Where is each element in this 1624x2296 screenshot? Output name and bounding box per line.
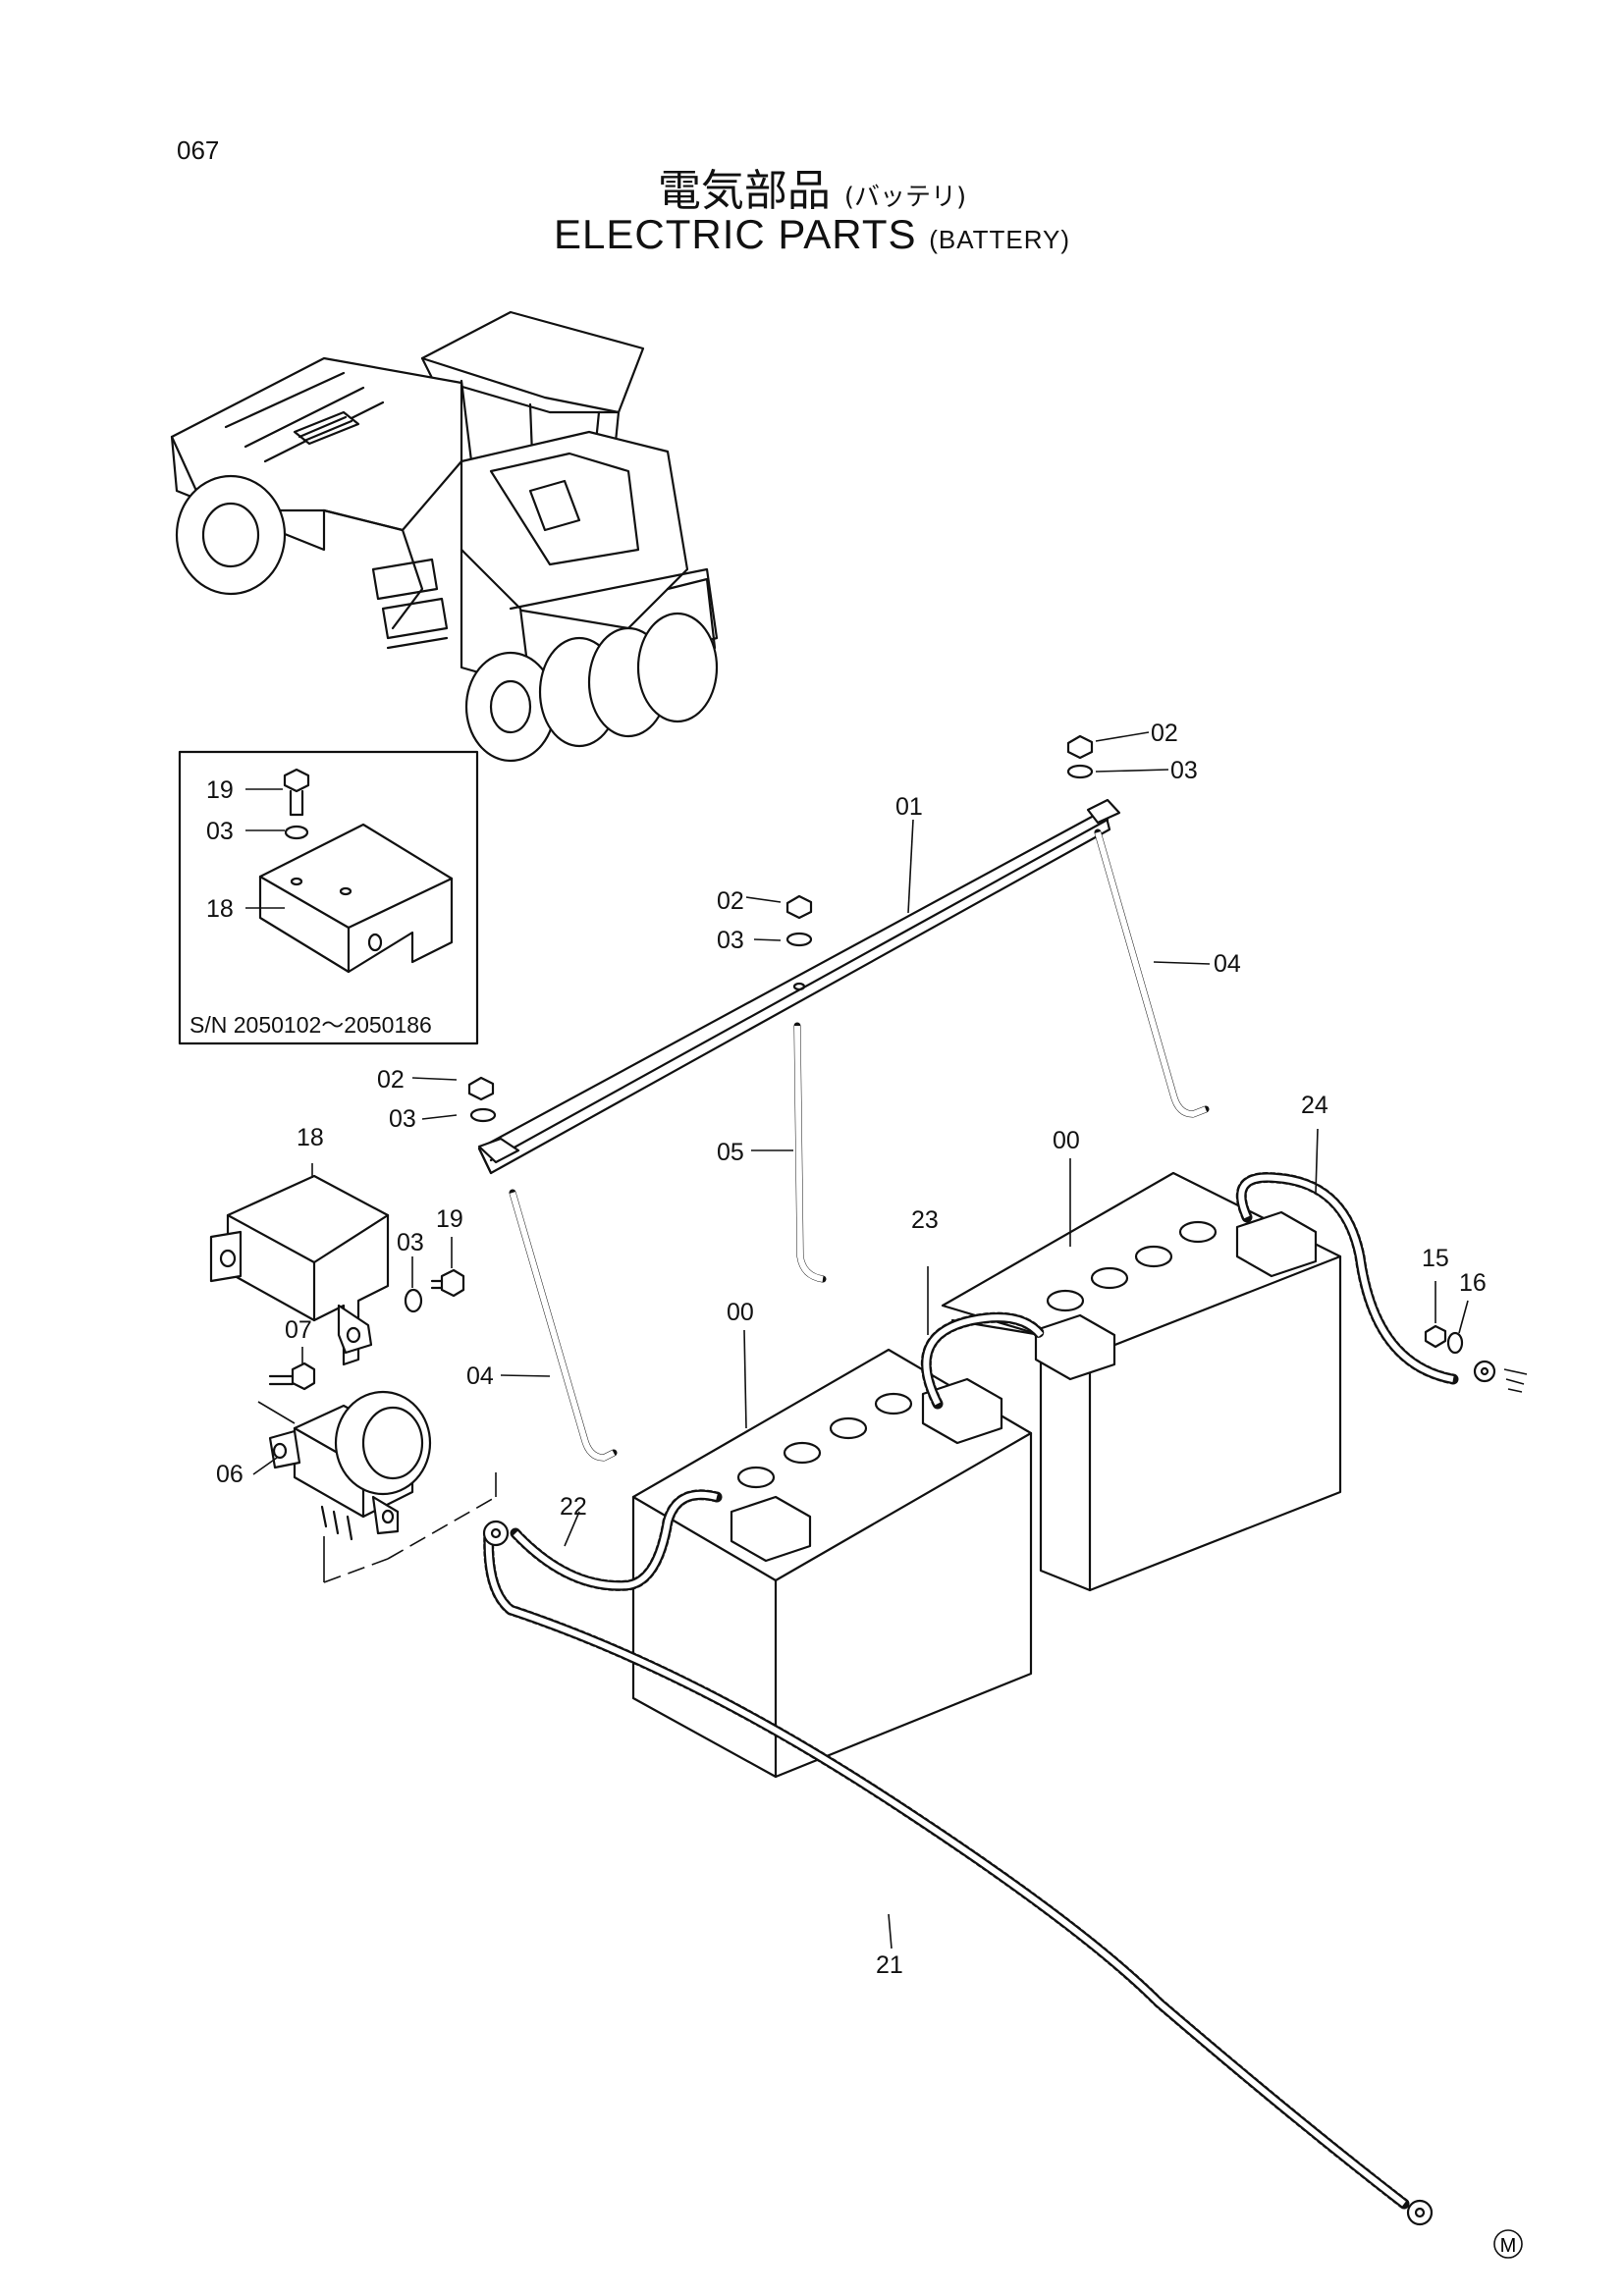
label-23: 23 (911, 1206, 939, 1234)
label-22: 22 (560, 1493, 587, 1521)
label-00-rear-battery: 00 (1053, 1127, 1080, 1154)
label-07: 07 (285, 1316, 312, 1344)
label-03-inset: 03 (206, 818, 234, 845)
label-05: 05 (717, 1139, 744, 1166)
label-03-cover: 03 (397, 1229, 424, 1256)
battery-relay (268, 1362, 432, 1541)
label-02-right: 02 (1151, 720, 1178, 747)
label-19-inset: 19 (206, 776, 234, 804)
hold-down-bar (477, 798, 1121, 1175)
title-en-sub: (BATTERY) (929, 225, 1071, 254)
label-02-middle: 02 (717, 887, 744, 915)
label-15: 15 (1422, 1245, 1449, 1272)
title-jp-sub: (バッテリ) (843, 183, 967, 212)
label-21: 21 (876, 1951, 903, 1979)
title-en-main: ELECTRIC PARTS (553, 211, 917, 257)
bar-fasteners (467, 734, 1094, 1123)
inset-serial-range: S/N 2050102～2050186 (189, 1012, 432, 1038)
label-18-main: 18 (297, 1124, 324, 1151)
label-04-right: 04 (1214, 950, 1241, 978)
title-japanese: 電気部品 (バッテリ) (0, 155, 1624, 218)
label-03-left: 03 (389, 1105, 416, 1133)
label-03-right: 03 (1170, 757, 1198, 784)
label-19-main: 19 (436, 1205, 463, 1233)
page-code: 067 (177, 135, 220, 165)
label-00-front-battery: 00 (727, 1299, 754, 1326)
label-02-left: 02 (377, 1066, 405, 1094)
title-jp-main: 電気部品 (657, 166, 831, 216)
cables (483, 1172, 1459, 2210)
circled-m-mark: M (1500, 2235, 1517, 2257)
battery-rear (941, 1171, 1342, 1592)
machine-overview-illustration (170, 310, 719, 763)
battery-relay-cover (209, 1174, 465, 1366)
label-18-inset: 18 (206, 895, 234, 923)
battery-front (631, 1348, 1033, 1779)
j-bolts (509, 828, 1210, 1462)
inset-box (178, 750, 479, 1045)
label-16: 16 (1459, 1269, 1487, 1297)
label-06: 06 (216, 1461, 244, 1488)
label-24: 24 (1301, 1092, 1328, 1119)
label-04-left: 04 (466, 1362, 494, 1390)
label-03-middle: 03 (717, 927, 744, 954)
label-01: 01 (895, 793, 923, 821)
title-english: ELECTRIC PARTS (BATTERY) (0, 211, 1624, 258)
